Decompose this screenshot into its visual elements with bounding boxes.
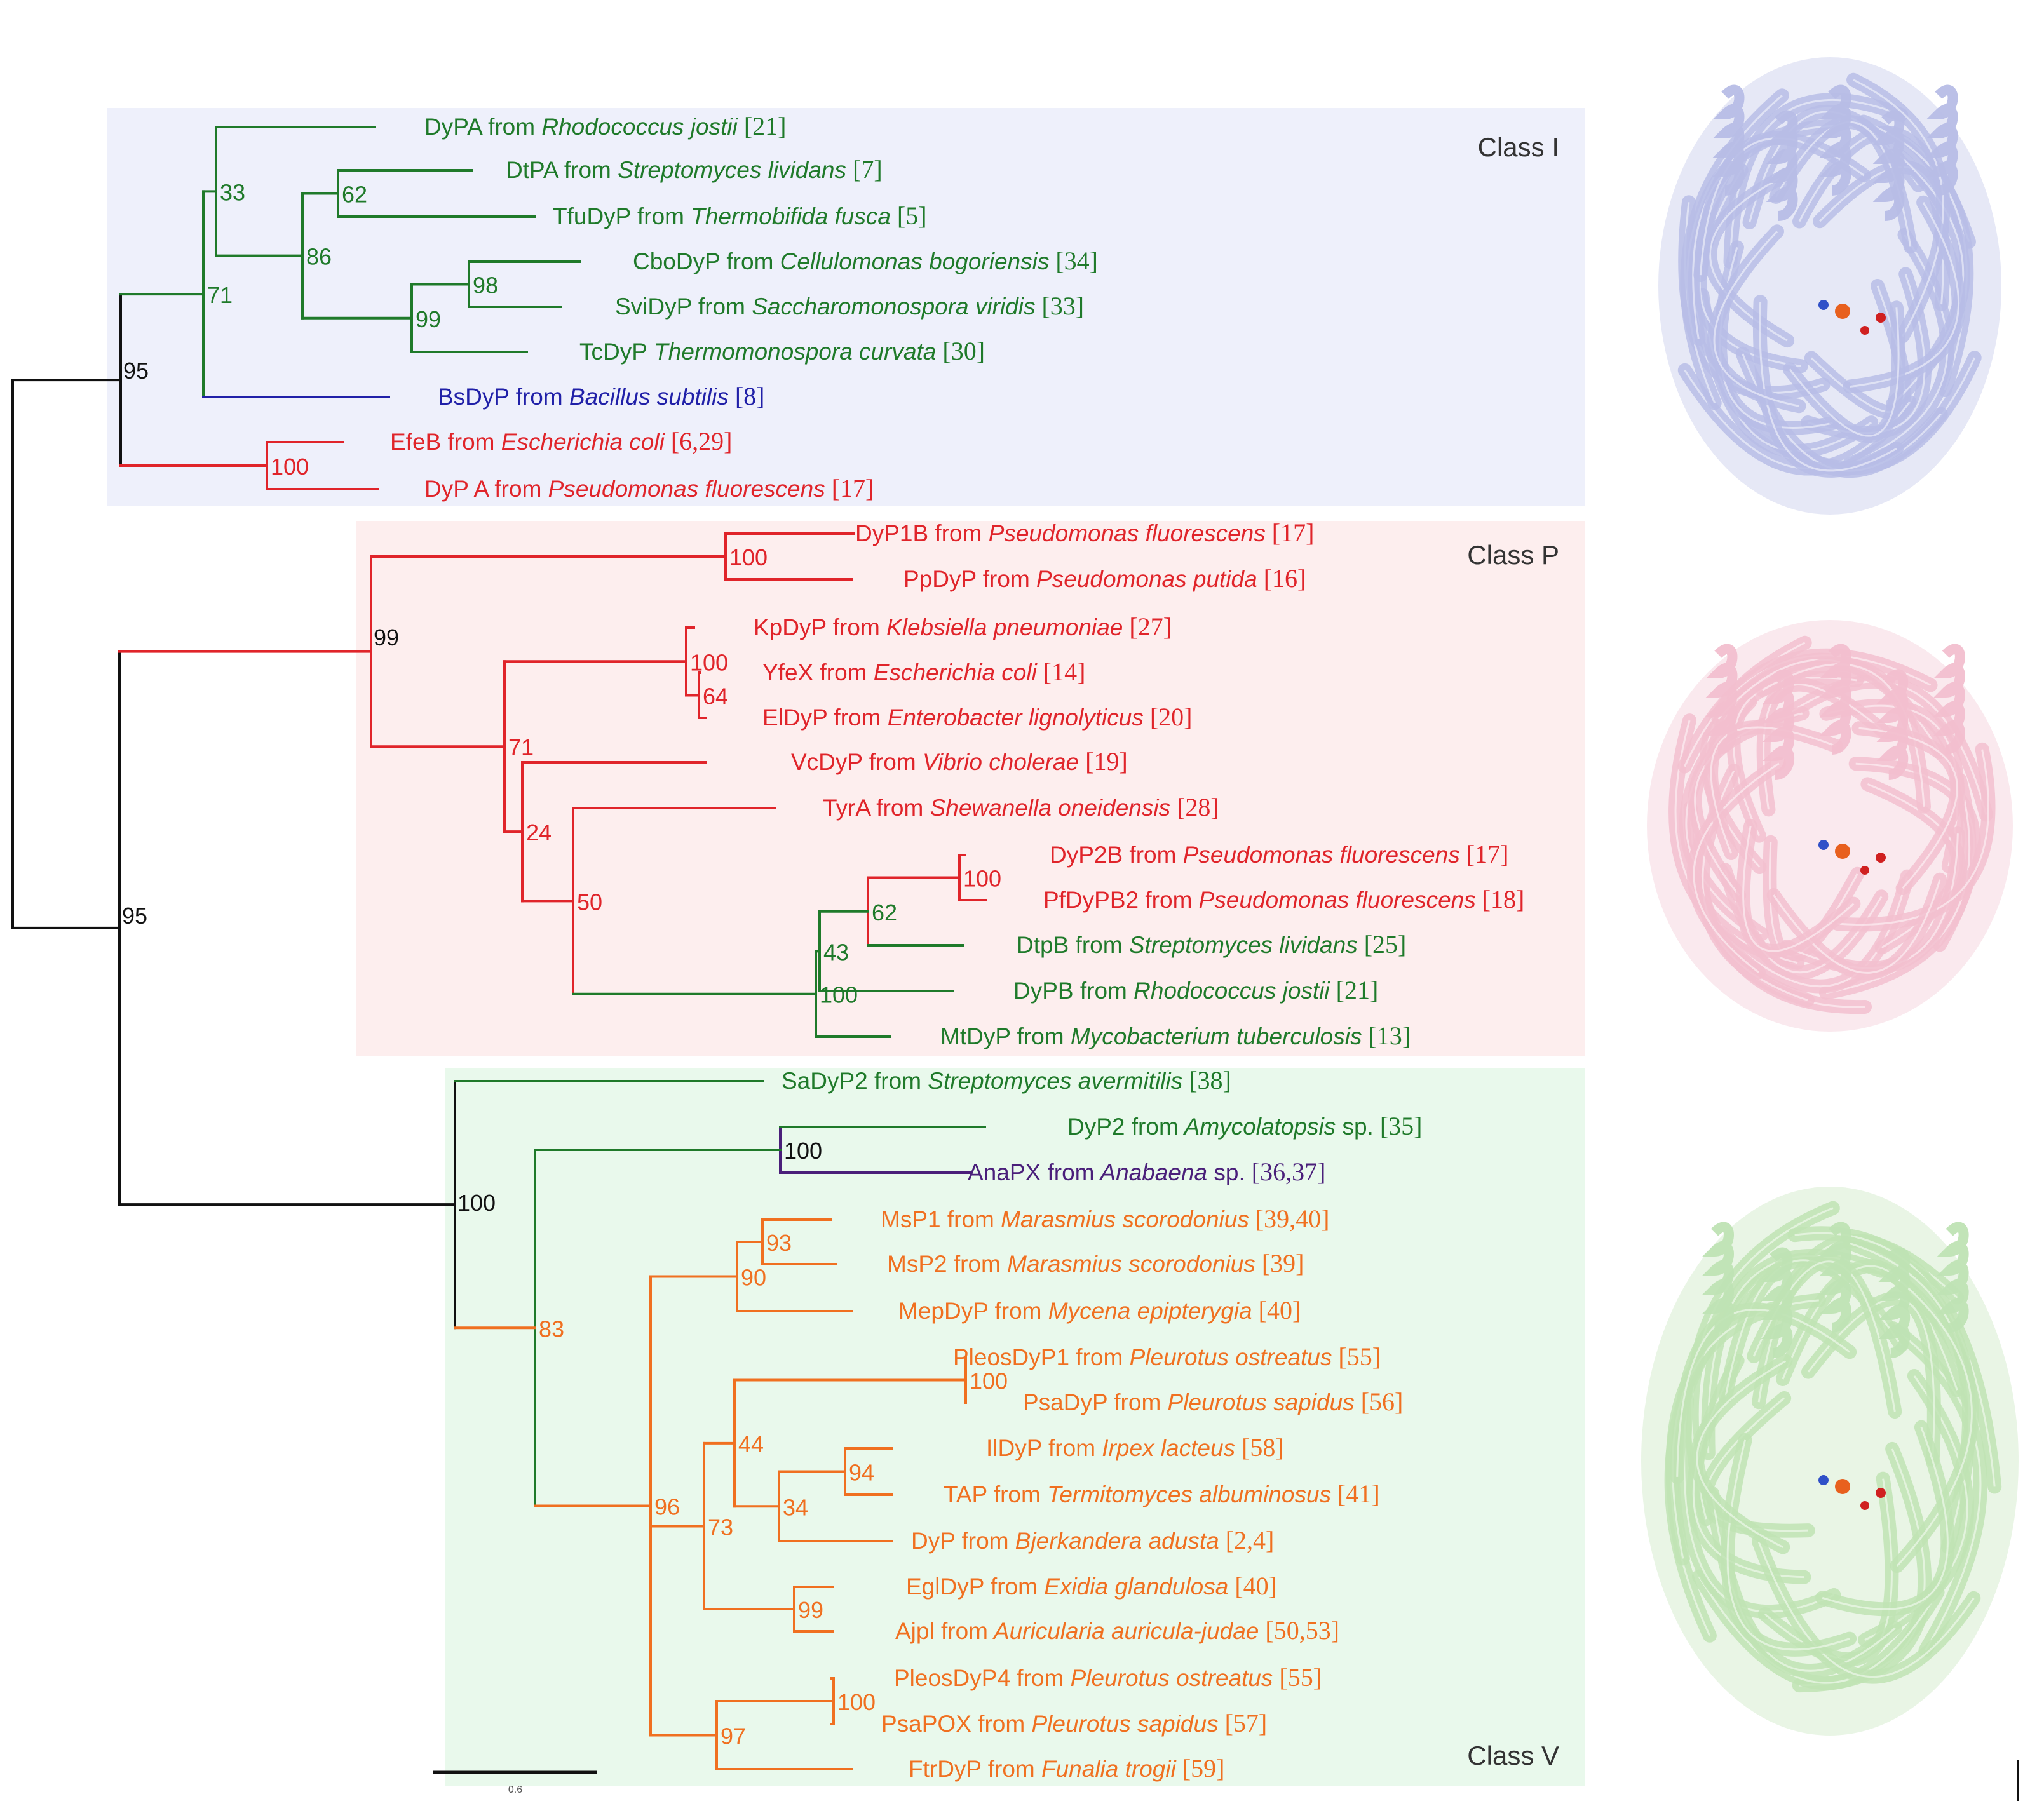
class-box-class-i [107,108,1585,506]
leaf-label-msp1: MsP1 from Marasmius scorodonius [39,40] [881,1204,1329,1233]
leaf-label-pleosdyp4: PleosDyP4 from Pleurotus ostreatus [55] [894,1663,1322,1692]
bootstrap-n94: 94 [849,1460,874,1486]
leaf-label-kpdyp: KpDyP from Klebsiella pneumoniae [27] [754,612,1172,641]
bootstrap-labels: 33 62 86 98 99 71 100 95 100 100 64 71 24 50 100 62 43 10… [122,179,1008,1749]
protein-structure-class-v [1641,1187,2019,1736]
class-labels: Class I Class P Class V [1467,132,1559,1770]
leaf-label-dtpb: DtpB from Streptomyces lividans [25] [1017,930,1406,959]
leaf-label-mepdyp: MepDyP from Mycena epipterygia [40] [898,1296,1301,1325]
bootstrap-n71g: 71 [207,282,233,308]
bootstrap-n100ps: 100 [837,1689,876,1715]
bootstrap-n71r: 71 [508,734,534,760]
bootstrap-n62g: 62 [872,900,897,926]
bootstrap-n99e: 99 [798,1597,823,1623]
leaf-label-dypb: DyPB from Rhodococcus jostii [21] [1013,976,1378,1004]
class-boxes [107,108,1585,1786]
leaf-labels: DyPA from Rhodococcus jostii [21] DtPA fr… [390,112,1524,1783]
bootstrap-n93: 93 [766,1230,792,1256]
bootstrap-n90: 90 [741,1265,766,1291]
bootstrap-n83: 83 [539,1316,564,1342]
leaf-label-ppdyp: PpDyP from Pseudomonas putida [16] [903,564,1306,593]
bootstrap-n34: 34 [783,1494,808,1520]
leaf-label-ildyp: IlDyP from Irpex lacteus [58] [986,1433,1284,1462]
scale-bar-label: 0.6 [508,1784,522,1795]
leaf-label-pfdypb2: PfDyPB2 from Pseudomonas fluorescens [18… [1043,885,1524,913]
leaf-label-dyp2b: DyP2B from Pseudomonas fluorescens [17] [1050,840,1508,868]
bootstrap-n43: 43 [823,939,849,965]
protein-structure-class-i [1658,57,2001,515]
bootstrap-n97: 97 [721,1723,746,1749]
leaf-label-pleosdyp1: PleosDyP1 from Pleurotus ostreatus [55] [953,1342,1381,1371]
leaf-label-tyra: TyrA from Shewanella oneidensis [28] [823,793,1219,821]
bootstrap-n50: 50 [577,889,602,915]
leaf-label-tcdyp: TcDyP Thermomonospora curvata [30] [579,337,985,365]
leaf-label-efeb: EfeB from Escherichia coli [6,29] [390,427,732,455]
protein-structure-class-p [1647,620,2013,1032]
leaf-label-egldyp: EglDyP from Exidia glandulosa [40] [906,1572,1277,1600]
bootstrap-n100dtp: 100 [820,982,858,1008]
protein-structures [1641,57,2019,1736]
bootstrap-n100v: 100 [457,1190,496,1216]
leaf-label-vcdyp: VcDyP from Vibrio cholerae [19] [791,747,1128,776]
bootstrap-n100ec: 100 [271,454,309,480]
bootstrap-n100dyp2b: 100 [963,866,1001,892]
bootstrap-n100pl: 100 [970,1368,1008,1394]
bootstrap-n73: 73 [708,1514,733,1540]
bootstrap-n95top: 95 [123,358,149,384]
leaf-label-svidyp: SviDyP from Saccharomonospora viridis [3… [615,292,1084,320]
leaf-label-bsdyp: BsDyP from Bacillus subtilis [8] [438,382,765,410]
class-box-class-p [356,521,1585,1056]
leaf-label-sadyp2: SaDyP2 from Streptomyces avermitilis [38… [782,1066,1231,1095]
bootstrap-n100pf: 100 [729,544,768,570]
bootstrap-n64: 64 [703,684,728,710]
leaf-label-anapx: AnaPX from Anabaena sp. [36,37] [968,1157,1325,1186]
leaf-label-dyp-ba: DyP from Bjerkandera adusta [2,4] [911,1526,1274,1554]
leaf-label-ajpl: Ajpl from Auricularia auricula-judae [50… [895,1616,1339,1645]
class-label-class-i: Class I [1478,132,1559,162]
bootstrap-n24: 24 [526,819,552,846]
bootstrap-n99g: 99 [416,306,441,332]
leaf-label-dyp2: DyP2 from Amycolatopsis sp. [35] [1067,1112,1422,1140]
bootstrap-n62: 62 [342,182,367,208]
scale-bar: 0.6 [433,1770,597,1795]
leaf-label-msp2: MsP2 from Marasmius scorodonius [39] [887,1249,1304,1277]
bootstrap-n98: 98 [473,273,498,299]
bootstrap-n44: 44 [738,1431,764,1457]
leaf-label-dtpa: DtPA from Streptomyces lividans [7] [506,155,883,184]
leaf-label-psapox: PsaPOX from Pleurotus sapidus [57] [881,1709,1267,1737]
bootstrap-n96: 96 [654,1494,680,1520]
bootstrap-n33: 33 [220,179,245,205]
class-box-class-v [445,1068,1585,1786]
leaf-label-tfudyp: TfuDyP from Thermobifida fusca [5] [553,201,927,230]
leaf-label-cbodyp: CboDyP from Cellulomonas bogoriensis [34… [633,246,1098,275]
bootstrap-n95mid: 95 [122,903,147,929]
leaf-label-psadyp: PsaDyP from Pleurotus sapidus [56] [1023,1387,1403,1416]
leaf-label-dypa-rj: DyPA from Rhodococcus jostii [21] [424,112,786,140]
leaf-label-yfex: YfeX from Escherichia coli [14] [762,657,1085,686]
bootstrap-n100kp: 100 [690,649,728,675]
leaf-label-dyp1b: DyP1B from Pseudomonas fluorescens [17] [855,518,1314,547]
bootstrap-n86: 86 [306,244,332,270]
class-label-class-p: Class P [1467,540,1559,570]
leaf-label-ftrdyp: FtrDyP from Funalia trogii [59] [909,1754,1224,1783]
bootstrap-n100ana: 100 [784,1138,822,1164]
tree-branches [11,126,987,1770]
class-label-class-v: Class V [1467,1741,1559,1770]
leaf-label-tap: TAP from Termitomyces albuminosus [41] [944,1480,1380,1508]
leaf-label-mtdyp: MtDyP from Mycobacterium tuberculosis [1… [940,1021,1411,1050]
leaf-label-eldyp: ElDyP from Enterobacter lignolyticus [20… [762,703,1192,731]
bootstrap-n99p: 99 [374,624,399,650]
leaf-label-dypa-pf: DyP A from Pseudomonas fluorescens [17] [424,474,874,502]
